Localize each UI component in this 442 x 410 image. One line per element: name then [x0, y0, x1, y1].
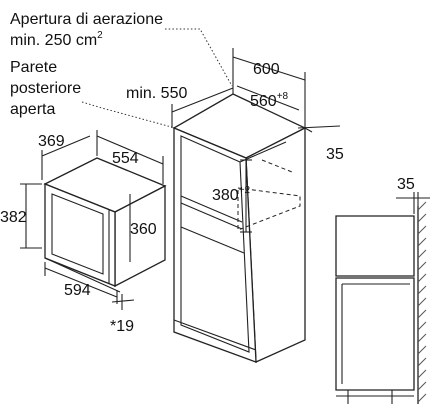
niche-outline: [237, 187, 301, 231]
back-wall-note-line2: posteriore: [10, 80, 81, 97]
appliance-door-window: [51, 193, 104, 275]
dimension-front-width: 594: [64, 282, 91, 299]
back-wall-note-line1: Parete: [10, 59, 57, 76]
cabinet-top-dimensions: [171, 48, 341, 133]
back-wall-note-line3: aperta: [10, 101, 55, 118]
cabinet-shelf-lower: [180, 226, 245, 254]
appliance-front: [44, 183, 116, 287]
cabinet-front-frame: [173, 127, 257, 363]
side-view-upper-unit: [335, 215, 415, 277]
niche-back-edge: [261, 159, 293, 173]
cabinet-front-opening: [180, 135, 250, 353]
dimension-cabinet-width-inner: 560+8: [250, 91, 289, 110]
dimension-appliance-height: 382: [0, 209, 27, 226]
dimension-cabinet-width-inner-tolerance: +8: [277, 91, 289, 102]
cabinet-inner-back: [239, 141, 287, 163]
dimension-front-height: 360: [130, 221, 157, 238]
cabinet-shelf-upper: [180, 195, 243, 223]
dimension-niche-height-tolerance: +2: [239, 185, 251, 196]
dimension-side-gap: 35: [326, 146, 344, 163]
side-view-wall-hatching: [417, 201, 427, 403]
dimension-front-thickness: *19: [110, 318, 134, 335]
side-view-lower-unit: [335, 277, 415, 391]
niche-height-dimension: [240, 159, 252, 233]
dimension-cabinet-width-inner-value: 560: [250, 93, 277, 110]
dimension-niche-height-value: 380: [212, 187, 239, 204]
ventilation-note-line2: min. 250 cm2: [10, 30, 103, 49]
dimension-cabinet-depth-min: min. 550: [126, 85, 187, 102]
dimension-appliance-depth: 369: [38, 133, 65, 150]
dimension-niche-height: 380+2: [212, 185, 251, 204]
ventilation-note-line1: Apertura di aerazione: [10, 11, 163, 28]
ventilation-leader-line: [165, 28, 233, 87]
dimension-side-view-gap: 35: [397, 176, 415, 193]
cabinet-plinth: [173, 319, 257, 351]
appliance: [43, 157, 167, 293]
side-view: [335, 192, 430, 404]
dimension-cabinet-width-outer: 600: [253, 61, 280, 78]
tall-cabinet: [172, 93, 307, 363]
appliance-dimensions: [20, 130, 164, 310]
cabinet-shelf-upper-edge: [180, 202, 243, 230]
ventilation-note-area-superscript: 2: [97, 30, 103, 41]
dimension-appliance-inner-width: 554: [112, 150, 139, 167]
appliance-bottom-edge: [44, 257, 121, 293]
ventilation-note-area: min. 250 cm: [10, 32, 97, 49]
